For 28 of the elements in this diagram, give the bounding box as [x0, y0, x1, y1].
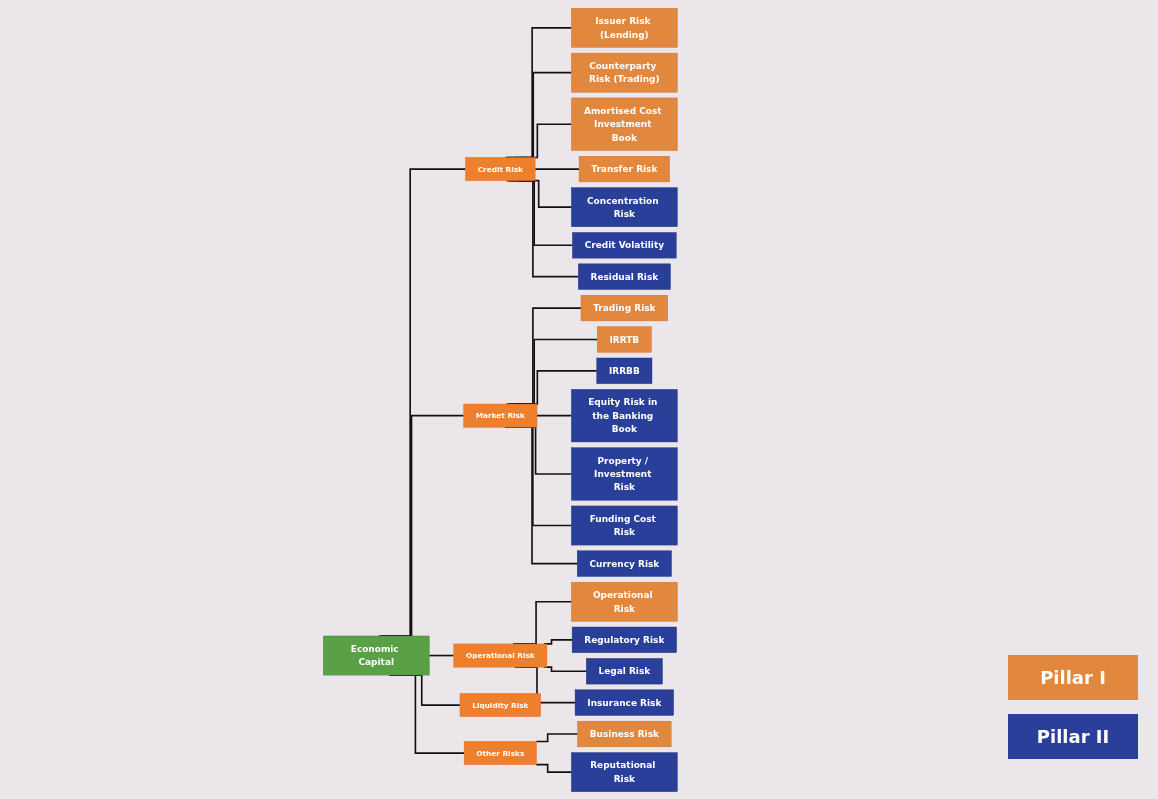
- node-box: Insurance Risk: [574, 689, 674, 716]
- node-box: Amortised Cost Investment Book: [570, 97, 678, 151]
- connector: [535, 763, 572, 773]
- node-box: Operational Risk: [570, 581, 678, 622]
- node-box: IRRBB: [596, 357, 652, 384]
- node-box: Issuer Risk (Lending): [570, 7, 678, 48]
- node-box: Reputational Risk: [570, 751, 678, 792]
- connector: [535, 732, 579, 742]
- node-box: IRRTB: [596, 325, 652, 352]
- connector: [534, 167, 580, 170]
- legend-swatch: Pillar II: [1008, 714, 1138, 759]
- node-box: Business Risk: [577, 720, 672, 747]
- node-box: Counterparty Risk (Trading): [570, 52, 678, 92]
- node-box: Residual Risk: [577, 263, 671, 290]
- node-box: Transfer Risk: [578, 155, 670, 182]
- node-box: Legal Risk: [585, 657, 663, 684]
- node-box: Concentration Risk: [570, 186, 678, 227]
- node-box: Regulatory Risk: [571, 626, 677, 653]
- connector: [428, 654, 455, 656]
- node-box: Currency Risk: [576, 550, 672, 577]
- node-box: Funding Cost Risk: [570, 505, 678, 545]
- node-box: Trading Risk: [580, 294, 668, 321]
- node-box: Economic Capital: [322, 635, 430, 675]
- connector: [535, 414, 572, 416]
- node-box: Property / Investment Risk: [570, 446, 678, 500]
- node-box: Credit Volatility: [571, 231, 677, 258]
- legend-swatch: Pillar I: [1008, 655, 1138, 700]
- node-box: Equity Risk in the Banking Book: [570, 388, 678, 442]
